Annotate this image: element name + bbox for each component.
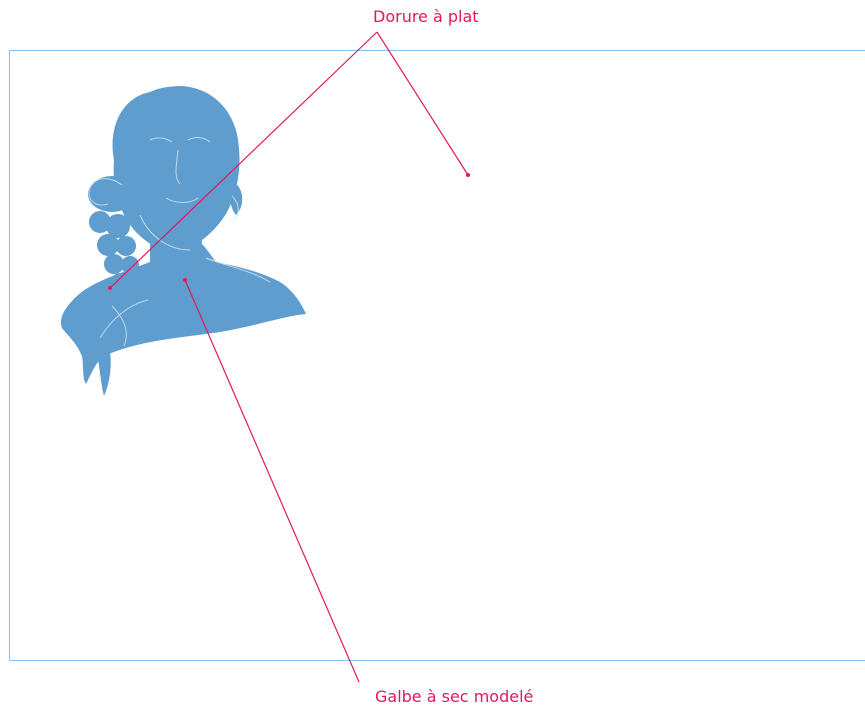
callout-line-bottom bbox=[185, 280, 359, 682]
callout-line-top-right bbox=[377, 32, 468, 175]
callout-dot-portrait-left bbox=[108, 286, 112, 290]
callout-dot-portrait-neck bbox=[183, 278, 187, 282]
callout-dot-card-area bbox=[466, 173, 470, 177]
callout-label-flat-gilding: Dorure à plat bbox=[373, 7, 479, 26]
callout-label-embossed-relief: Galbe à sec modelé bbox=[375, 687, 533, 706]
woman-portrait-silhouette-icon bbox=[61, 86, 306, 396]
